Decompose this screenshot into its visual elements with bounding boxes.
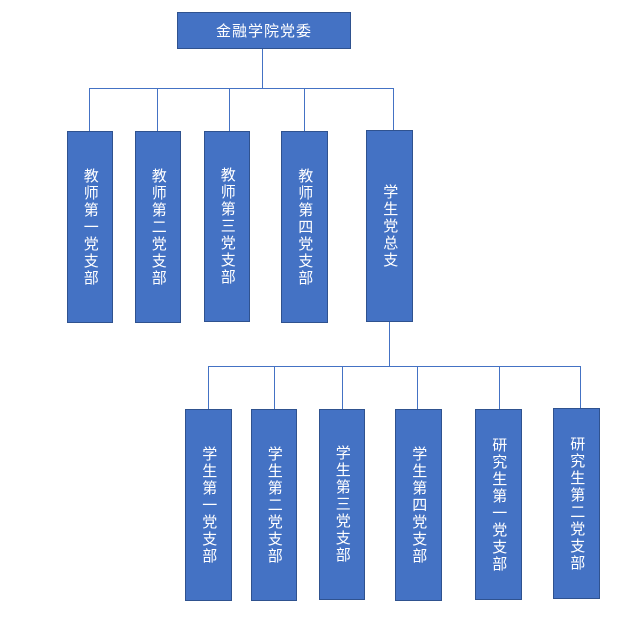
connector-grad-1	[499, 366, 500, 409]
grad-branch-2-label: 研究生第二党支部	[568, 435, 587, 572]
student-branch-4-node: 学生第四党支部	[395, 409, 442, 601]
connector-student-general-down	[389, 322, 390, 366]
connector-root-down	[262, 49, 263, 88]
teacher-branch-3-node: 教师第三党支部	[204, 131, 250, 322]
connector-level2-bus	[208, 366, 581, 367]
teacher-branch-2-label: 教师第二党支部	[149, 167, 168, 287]
connector-teacher-4	[304, 88, 305, 131]
connector-teacher-1	[89, 88, 90, 131]
teacher-branch-4-label: 教师第四党支部	[296, 167, 315, 287]
connector-teacher-2	[157, 88, 158, 131]
connector-student-3	[342, 366, 343, 409]
grad-branch-1-label: 研究生第一党支部	[490, 436, 509, 573]
student-branch-4-label: 学生第四党支部	[410, 445, 429, 565]
connector-student-2	[274, 366, 275, 409]
student-general-branch-node: 学生党总支	[366, 130, 413, 322]
connector-grad-2	[580, 366, 581, 408]
student-branch-2-node: 学生第二党支部	[251, 409, 297, 601]
student-branch-2-label: 学生第二党支部	[265, 445, 284, 565]
grad-branch-1-node: 研究生第一党支部	[475, 409, 522, 600]
student-branch-1-node: 学生第一党支部	[185, 409, 232, 601]
root-node-label: 金融学院党委	[215, 22, 312, 40]
teacher-branch-2-node: 教师第二党支部	[135, 131, 181, 323]
teacher-branch-1-node: 教师第一党支部	[67, 131, 113, 323]
teacher-branch-1-label: 教师第一党支部	[81, 167, 100, 287]
teacher-branch-4-node: 教师第四党支部	[281, 131, 328, 323]
student-branch-3-label: 学生第三党支部	[333, 445, 352, 564]
connector-teacher-3	[229, 88, 230, 131]
grad-branch-2-node: 研究生第二党支部	[553, 408, 600, 599]
teacher-branch-3-label: 教师第三党支部	[218, 167, 237, 286]
student-branch-3-node: 学生第三党支部	[319, 409, 365, 600]
connector-student-1	[208, 366, 209, 409]
connector-student-general	[393, 88, 394, 130]
root-node: 金融学院党委	[177, 12, 351, 49]
student-general-branch-label: 学生党总支	[381, 183, 400, 269]
connector-level1-bus	[89, 88, 393, 89]
student-branch-1-label: 学生第一党支部	[200, 445, 219, 565]
connector-student-4	[417, 366, 418, 409]
